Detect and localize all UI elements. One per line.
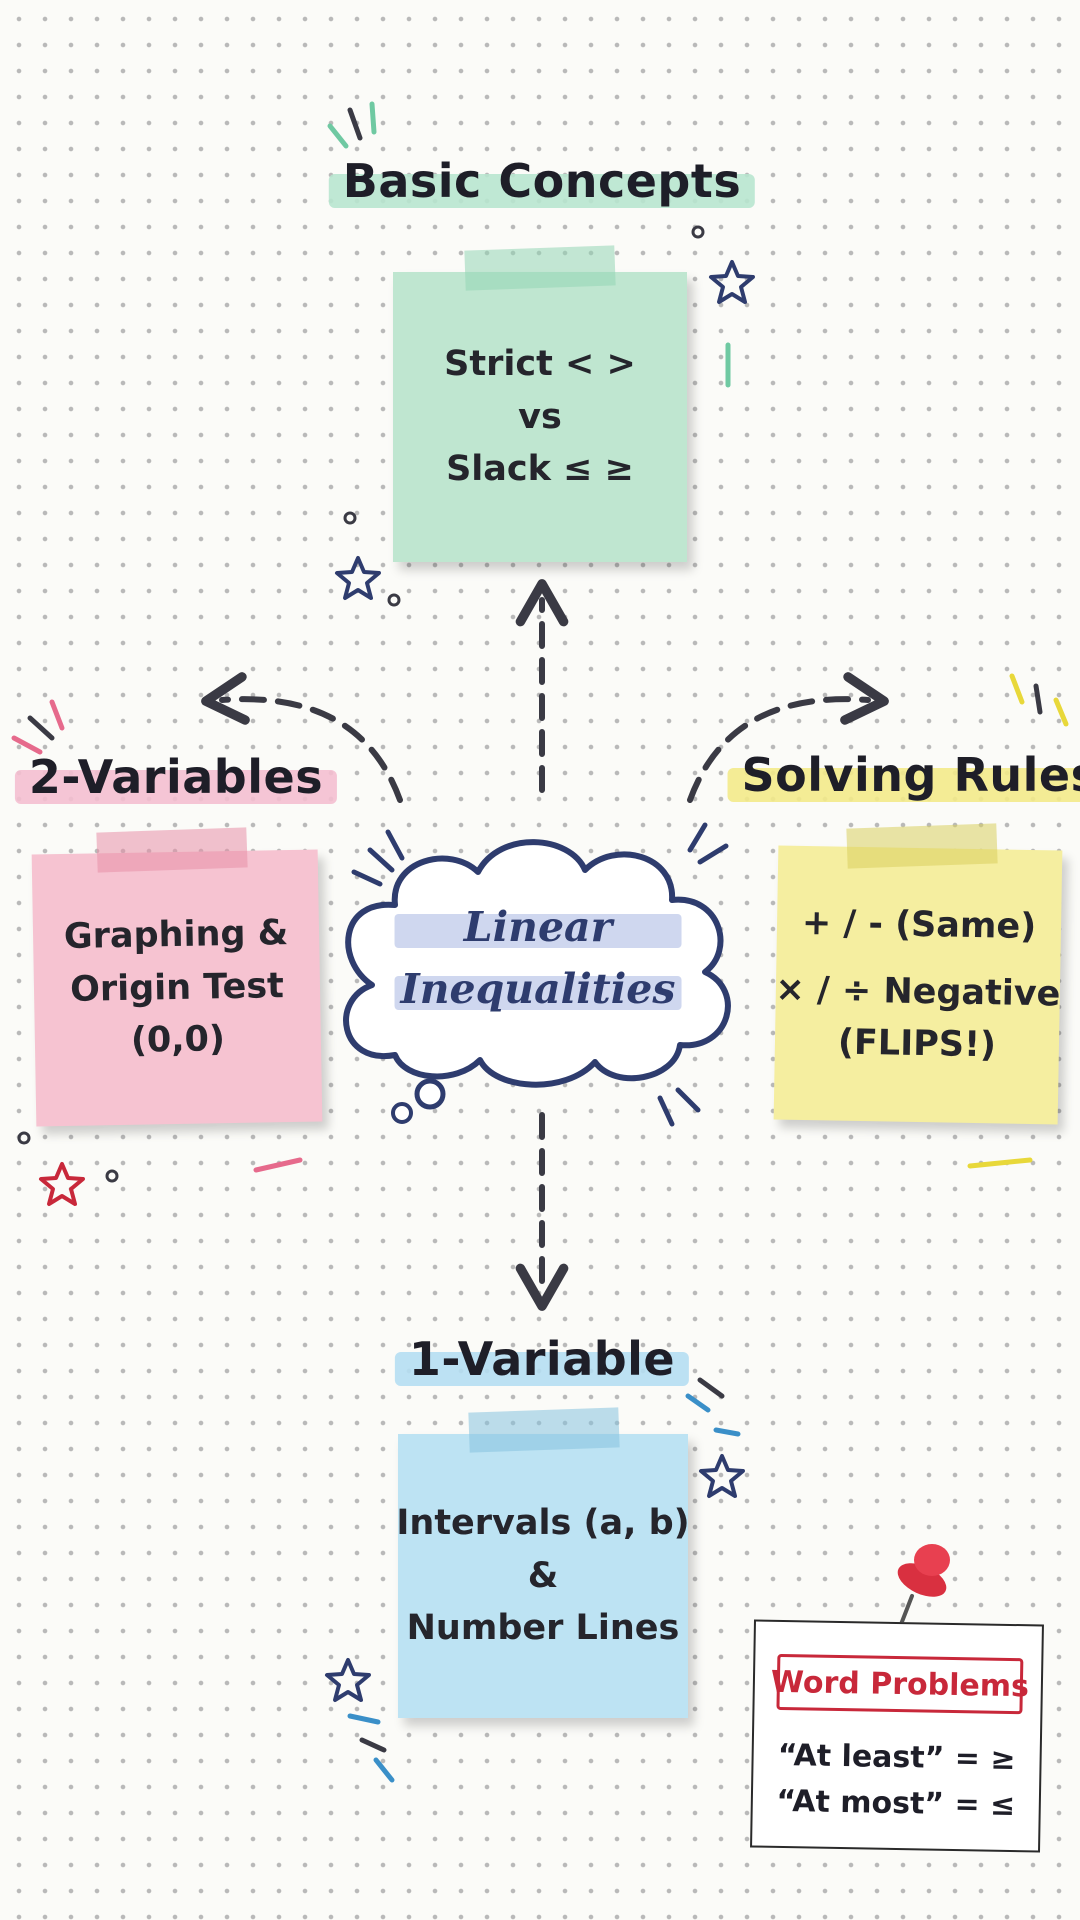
- arrow-to-solving-rules: [687, 672, 889, 803]
- tape: [96, 827, 248, 873]
- word-problems-line: “At least” = ≥: [777, 1737, 1016, 1778]
- basic-concepts-title: Basic Concepts: [328, 158, 756, 208]
- one-variable-note: Intervals (a, b) & Number Lines: [396, 1434, 690, 1718]
- word-problems-card: Word Problems “At least” = ≥ “At most” =…: [750, 1619, 1044, 1853]
- note-line: Graphing &: [63, 913, 289, 958]
- thought-bubble-large: [414, 1078, 446, 1110]
- note-line: (0,0): [130, 1019, 226, 1062]
- note-line: vs: [518, 396, 562, 437]
- note-line: (FLIPS!): [837, 1022, 997, 1066]
- arrow-to-two-variables: [201, 672, 403, 803]
- note-line: + / - (Same): [801, 903, 1037, 948]
- solving-rules-note: + / - (Same) × / ÷ Negative (FLIPS!): [773, 845, 1063, 1125]
- basic-concepts-note: Strict < > vs Slack ≤ ≥: [393, 272, 687, 562]
- star-icon: [699, 1454, 745, 1498]
- star-icon: [39, 1162, 85, 1206]
- two-variables-note: Graphing & Origin Test (0,0): [31, 849, 323, 1127]
- star-icon: [709, 260, 755, 304]
- star-icon: [325, 1658, 371, 1702]
- small-circles: [17, 225, 705, 1183]
- note-line: × / ÷ Negative: [775, 969, 1061, 1015]
- two-variables-title: 2-Variables: [14, 754, 338, 804]
- center-topic-line: Inequalities: [400, 965, 676, 1013]
- center-topic-line: Linear: [463, 903, 613, 951]
- star-icon: [335, 556, 381, 600]
- word-problems-badge: Word Problems: [771, 1653, 1029, 1715]
- cloud-sparkles: [351, 822, 729, 1127]
- tape: [464, 245, 616, 291]
- tape: [468, 1407, 620, 1453]
- one-variable-title: 1-Variable: [394, 1336, 690, 1386]
- solving-rules-title: Solving Rules: [727, 752, 1080, 802]
- note-line: Number Lines: [406, 1608, 680, 1649]
- note-line: &: [527, 1555, 559, 1596]
- note-line: Intervals (a, b): [396, 1503, 690, 1544]
- note-line: Slack ≤ ≥: [446, 449, 634, 490]
- note-line: Origin Test: [69, 965, 285, 1010]
- title-accent-strokes: [11, 101, 1069, 1783]
- note-line: Strict < >: [444, 344, 636, 385]
- tape: [846, 823, 998, 869]
- thought-bubble-small: [391, 1102, 413, 1124]
- word-problems-line: “At most” = ≤: [776, 1783, 1016, 1824]
- center-topic: Linear Inequalities: [394, 896, 682, 1020]
- pushpin-icon: [896, 1544, 950, 1634]
- center-cloud: [343, 839, 731, 1088]
- stars: [39, 260, 755, 1702]
